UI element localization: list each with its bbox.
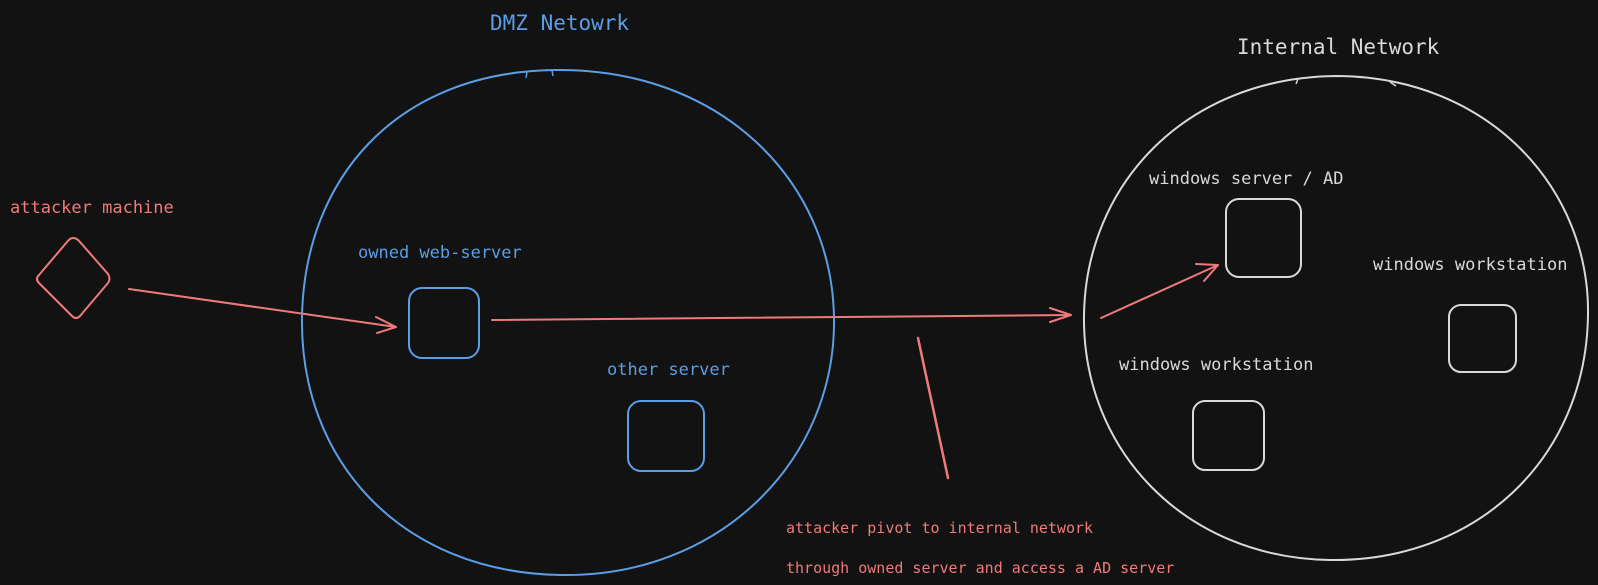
attacker-pivot-note: attacker pivot to internal network throu… [786, 498, 1174, 585]
other-server-box [627, 400, 705, 472]
workstation-right-box [1448, 304, 1517, 373]
dmz-network-title: DMZ Netowrk [490, 11, 630, 35]
internal-network-circle [1082, 74, 1590, 562]
annotation-pointer-line [916, 336, 950, 480]
internal-network-title: Internal Network [1237, 35, 1440, 59]
owned-web-server-label: owned web-server [358, 243, 522, 263]
arrow-webserver-to-internal [491, 307, 1072, 323]
attacker-machine-diamond [36, 236, 111, 319]
arrow-pivot-to-ad [1100, 263, 1219, 319]
workstation-bottom-label: windows workstation [1119, 355, 1314, 375]
arrow-attacker-to-webserver [128, 288, 397, 334]
other-server-label: other server [607, 360, 730, 380]
ad-server-box [1225, 198, 1302, 278]
internal-circle-tick [1295, 78, 1397, 87]
attacker-pivot-note-line2: through owned server and access a AD ser… [786, 559, 1175, 577]
ad-server-label: windows server / AD [1149, 169, 1344, 189]
attacker-machine-label: attacker machine [10, 198, 174, 218]
workstation-bottom-box [1192, 400, 1265, 471]
workstation-right-label: windows workstation [1373, 255, 1568, 275]
dmz-network-circle [300, 68, 836, 577]
attacker-pivot-note-line1: attacker pivot to internal network [786, 519, 1094, 537]
owned-web-server-box [408, 287, 480, 359]
dmz-circle-tick [525, 69, 554, 79]
